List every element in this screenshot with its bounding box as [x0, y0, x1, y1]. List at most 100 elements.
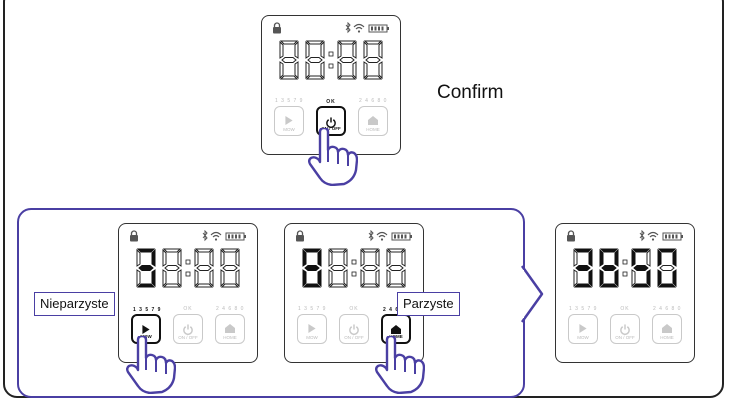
lcd-segment — [363, 61, 368, 80]
device-even: 1 3 5 7 9 MOW OK ON / OFF 2 4 6 8 0 HOME — [284, 223, 424, 363]
lcd-segment — [401, 248, 406, 267]
display-digits — [133, 248, 243, 288]
hand-pointer-icon — [375, 336, 425, 394]
power-button-label: ON / OFF — [178, 335, 198, 340]
wifi-icon — [647, 231, 659, 241]
lcd-segment — [657, 269, 662, 288]
lcd-segment — [328, 248, 348, 253]
lcd-segment — [302, 269, 307, 288]
lcd-segment — [164, 265, 180, 271]
mow-button-label: MOW — [577, 335, 589, 340]
lcd-segment — [138, 265, 154, 271]
home-button-numbers: 2 4 6 8 0 — [383, 307, 410, 313]
mow-button-numbers: 1 3 5 7 9 — [298, 306, 327, 312]
mow-button-numbers: 1 3 5 7 9 — [133, 307, 162, 313]
play-icon — [285, 116, 293, 125]
home-button-label: HOME — [223, 335, 237, 340]
lcd-segment — [337, 61, 342, 80]
home-button-numbers: 2 4 6 8 0 — [216, 306, 245, 312]
power-button[interactable]: OK ON / OFF — [173, 306, 203, 344]
lcd-segment — [659, 265, 675, 271]
lcd-digit — [194, 248, 214, 288]
lcd-segment — [573, 283, 593, 288]
lcd-digit — [302, 248, 322, 288]
lcd-segment — [588, 269, 593, 288]
lcd-segment — [599, 269, 604, 288]
lcd-segment — [573, 248, 593, 253]
lcd-segment — [360, 248, 365, 267]
lcd-segment — [151, 248, 156, 267]
lcd-segment — [294, 61, 299, 80]
lcd-segment — [220, 248, 225, 267]
lcd-segment — [279, 61, 284, 80]
lcd-segment — [614, 269, 619, 288]
status-bar — [272, 22, 390, 34]
lcd-digit — [363, 40, 383, 80]
home-button[interactable]: 2 4 6 8 0 HOME — [652, 306, 682, 344]
home-button[interactable]: 2 4 6 8 0 HOME — [215, 306, 245, 344]
lcd-segment — [235, 269, 240, 288]
lcd-segment — [196, 265, 212, 271]
home-icon — [391, 325, 401, 334]
lcd-segment — [599, 248, 604, 267]
lcd-segment — [209, 269, 214, 288]
mow-button-label: MOW — [306, 335, 318, 340]
lcd-digit — [573, 248, 593, 288]
lcd-segment — [339, 57, 355, 63]
power-button[interactable]: OK ON / OFF — [610, 306, 640, 344]
lcd-segment — [220, 269, 225, 288]
lcd-segment — [294, 40, 299, 59]
lcd-segment — [386, 248, 391, 267]
lcd-segment — [220, 248, 240, 253]
lcd-digit — [305, 40, 325, 80]
lcd-segment — [378, 40, 383, 59]
mow-button[interactable]: 1 3 5 7 9 MOW — [297, 306, 327, 344]
lcd-segment — [317, 248, 322, 267]
lcd-segment — [386, 269, 391, 288]
home-button[interactable]: 2 4 6 8 0 HOME — [358, 98, 388, 136]
lock-icon — [273, 22, 281, 34]
lcd-segment — [575, 265, 591, 271]
lcd-colon — [351, 259, 357, 277]
power-button[interactable]: OK ON / OFF — [339, 306, 369, 344]
lcd-segment — [631, 248, 651, 253]
status-bar — [129, 230, 247, 242]
lcd-colon — [622, 259, 628, 277]
lock-icon — [567, 230, 575, 242]
home-button-label: HOME — [366, 127, 380, 132]
mow-button-numbers: 1 3 5 7 9 — [275, 98, 304, 104]
lcd-segment — [378, 61, 383, 80]
lcd-segment — [657, 283, 677, 288]
battery-icon — [662, 232, 683, 241]
lcd-segment — [646, 269, 651, 288]
lcd-digit — [162, 248, 182, 288]
lcd-segment — [631, 269, 636, 288]
even-label: Parzyste — [397, 292, 460, 316]
power-button-top: OK — [326, 99, 336, 105]
battery-icon — [391, 232, 412, 241]
lcd-segment — [194, 283, 214, 288]
lcd-segment — [365, 57, 381, 63]
play-icon — [142, 325, 150, 334]
lcd-segment — [136, 248, 141, 267]
lcd-segment — [162, 269, 167, 288]
lcd-segment — [363, 40, 368, 59]
lcd-segment — [337, 75, 357, 80]
lcd-segment — [599, 283, 619, 288]
lcd-segment — [304, 265, 320, 271]
mow-button[interactable]: 1 3 5 7 9 MOW — [568, 306, 598, 344]
lcd-segment — [320, 40, 325, 59]
status-bar — [295, 230, 413, 242]
home-button-numbers: 2 4 6 8 0 — [359, 98, 388, 104]
power-icon — [349, 324, 359, 335]
bluetooth-icon — [639, 230, 645, 242]
lcd-segment — [305, 75, 325, 80]
home-icon — [368, 116, 378, 125]
mow-button[interactable]: 1 3 5 7 9 MOW — [274, 98, 304, 136]
lcd-segment — [194, 269, 199, 288]
power-button-label: ON / OFF — [344, 335, 364, 340]
display-digits — [570, 248, 680, 288]
lcd-segment — [222, 265, 238, 271]
lcd-segment — [328, 283, 348, 288]
lcd-segment — [401, 269, 406, 288]
